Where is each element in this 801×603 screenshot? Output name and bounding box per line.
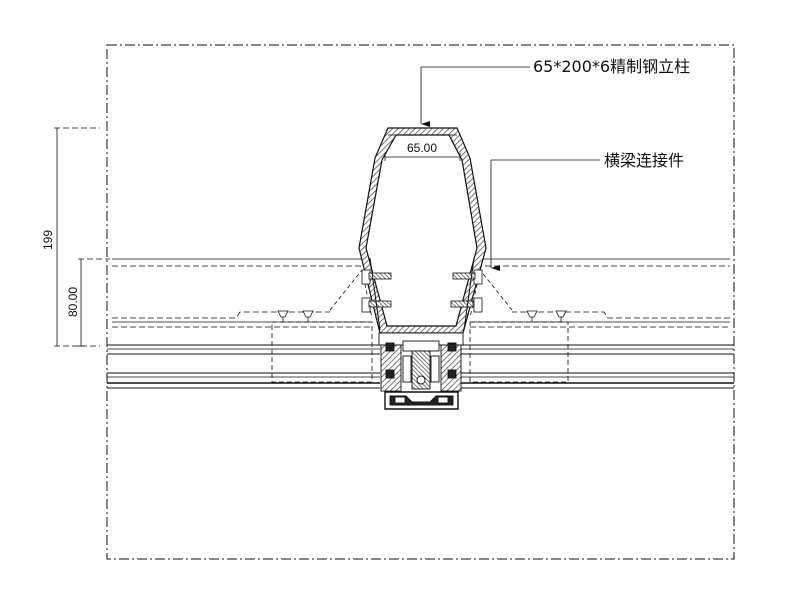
leader-column-spec (420, 66, 530, 127)
column-spec-label: 65*200*6精制钢立柱 (533, 57, 690, 76)
drawing-frame (106, 44, 735, 560)
height-lower-value: 80.00 (66, 287, 80, 317)
dim-heights (54, 127, 110, 347)
leader-connector (490, 159, 600, 271)
connector-label: 横梁连接件 (604, 151, 684, 170)
mullion-base-assembly (378, 332, 464, 410)
transom-upper-lines (112, 258, 730, 328)
column-width-value: 65.00 (407, 141, 437, 155)
transom-connector-left (329, 257, 392, 331)
transom-screws (277, 310, 567, 322)
glass-panels (107, 321, 734, 389)
height-total-value: 199 (41, 230, 55, 250)
transom-connector-right (450, 257, 513, 331)
dim-column-width: 65.00 (384, 141, 461, 161)
